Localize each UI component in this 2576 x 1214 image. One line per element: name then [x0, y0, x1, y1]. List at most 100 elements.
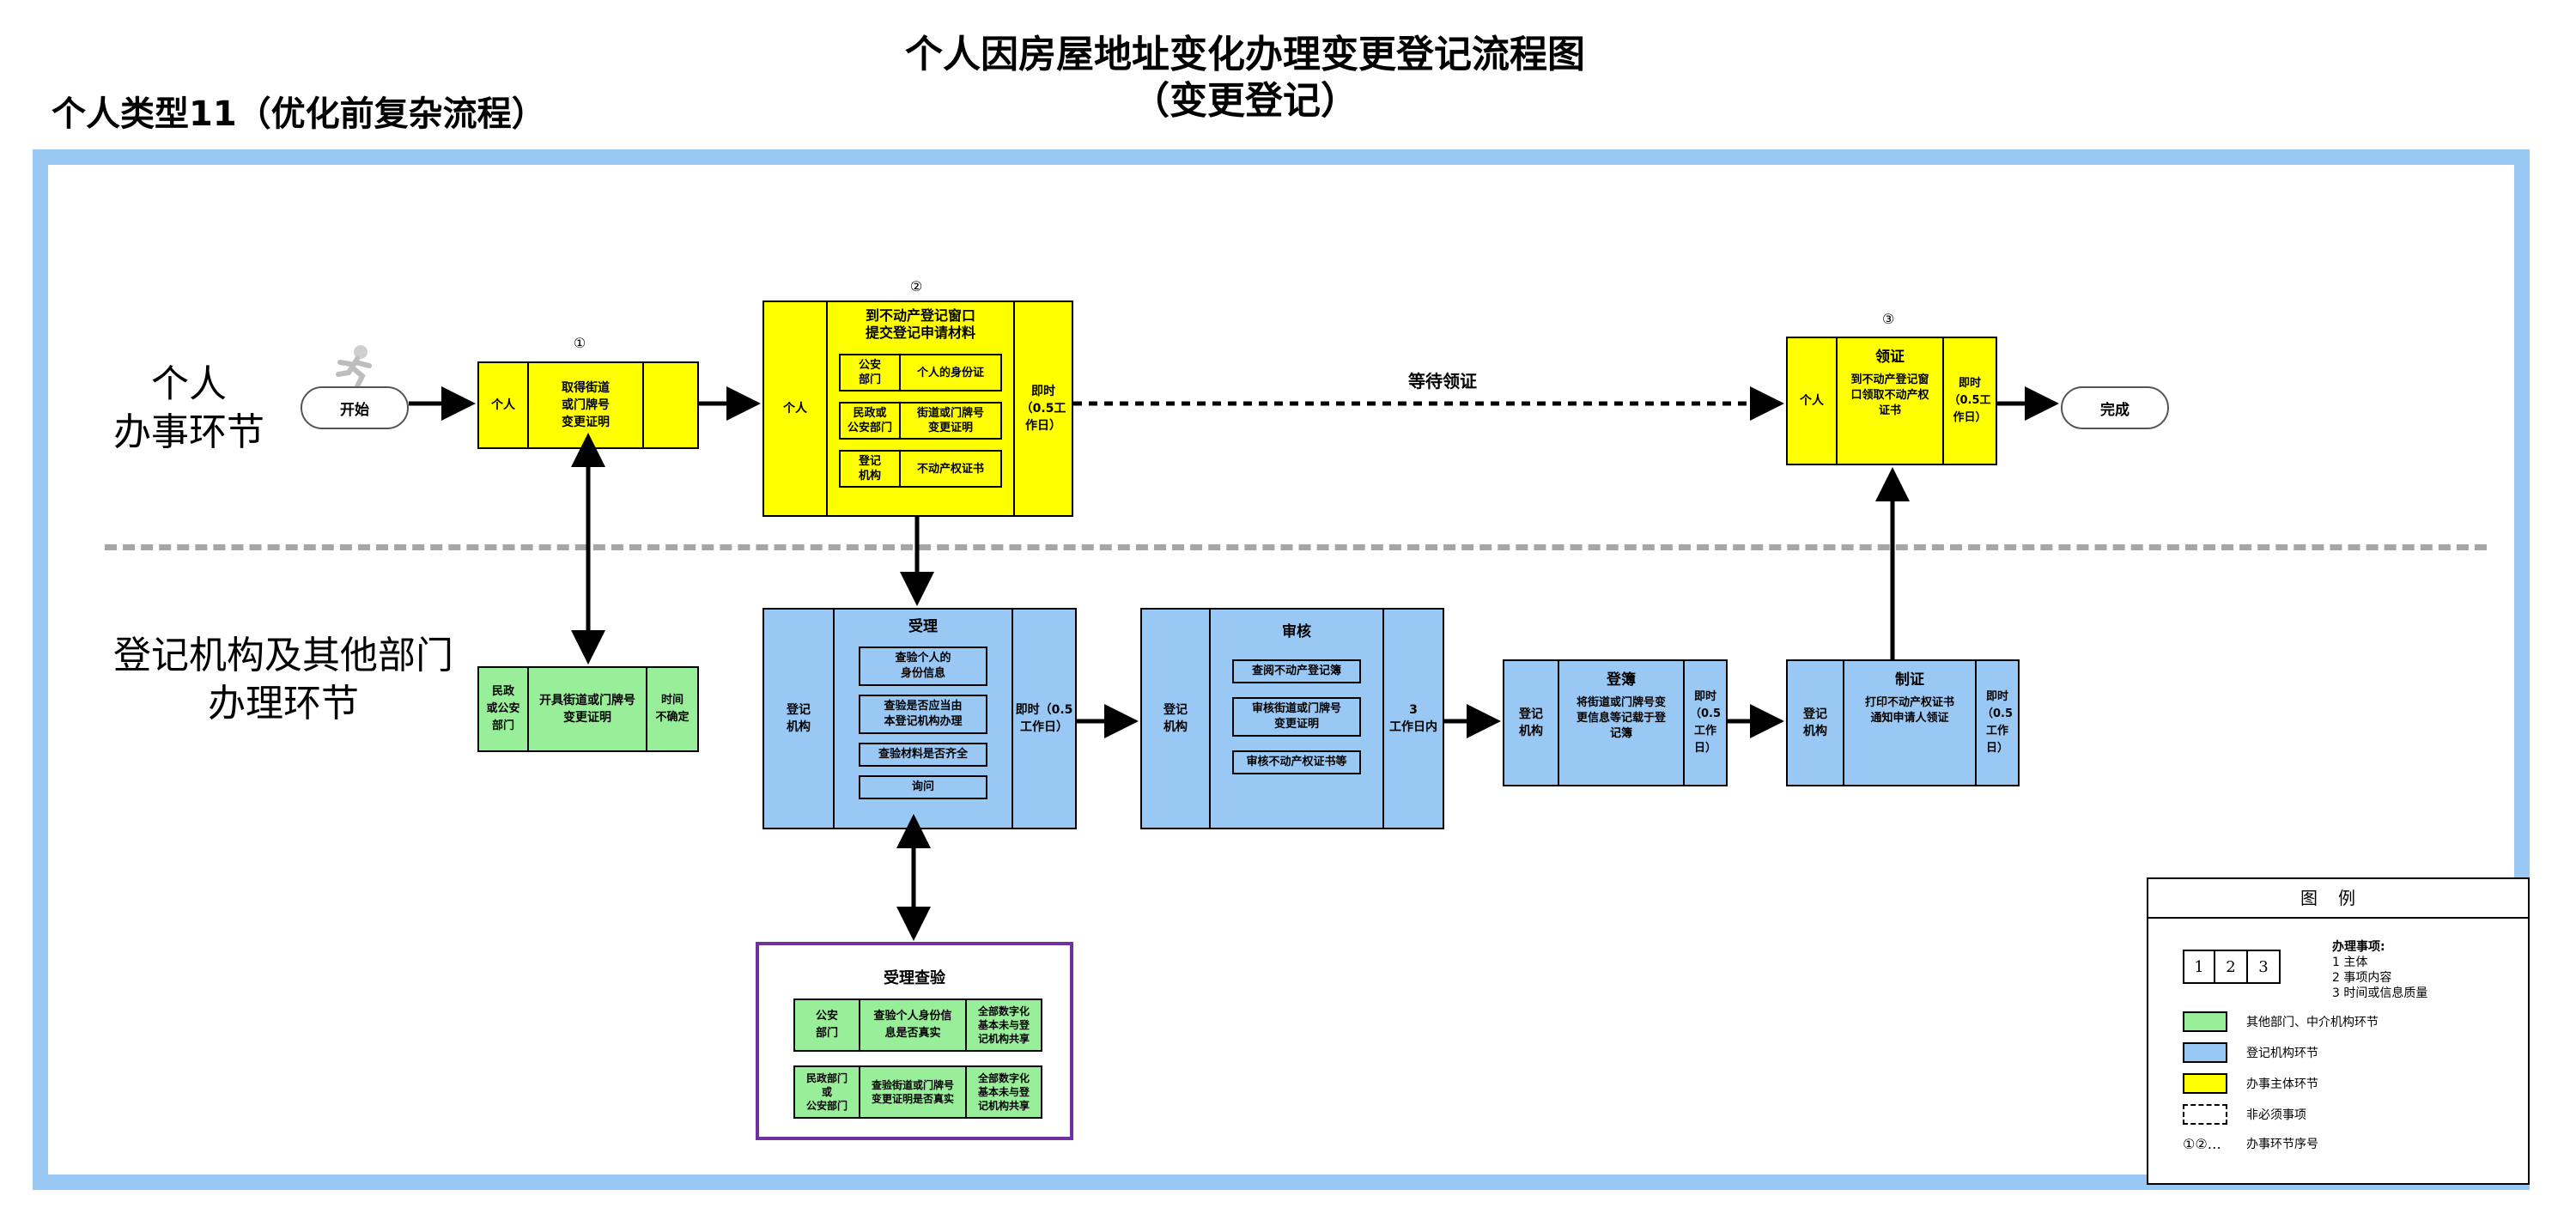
start-terminal: 开始	[301, 386, 409, 429]
legend-notes: 办理事项: 1 主体 2 事项内容 3 时间或信息质量	[2332, 939, 2427, 1001]
step-title: 领证	[1875, 349, 1905, 366]
step-number-3: ③	[1881, 311, 1895, 327]
step-title: 审核	[1282, 623, 1311, 640]
actor-cell: 登记 机构	[787, 703, 811, 734]
legend-cell-3: 3	[2248, 950, 2281, 984]
legend-item-blue: 登记机构环节	[2183, 1042, 2318, 1063]
diagram-frame	[33, 149, 2530, 1190]
time-cell: 即时 （0.5 工作 日）	[1975, 661, 2018, 785]
step-issue-proof: 民政 或公安 部门 开具街道或门牌号 变更证明 时间 不确定	[477, 666, 699, 752]
step-produce-certificate: 登记 机构 制证 打印不动产权证书 通知申请人领证 即时 （0.5 工作 日）	[1786, 659, 2020, 786]
time-cell: 即时 （0.5工 作日）	[1942, 338, 1996, 464]
step-content: 到不动产登记窗 口领取不动产权 证书	[1850, 373, 1929, 417]
verification-title: 受理查验	[884, 969, 945, 987]
step-title: 登簿	[1607, 671, 1636, 689]
legend-note: 1 主体	[2332, 956, 2368, 969]
page-title-sub: （变更登记）	[1132, 79, 1358, 123]
verification-dept: 民政部门 或 公安部门	[805, 1072, 848, 1112]
content-cell: 取得街道 或门牌号 变更证明	[527, 363, 642, 447]
legend: 图例 1 2 3 办理事项: 1 主体 2 事项内容 3 时间或信息质量 其他部…	[2147, 877, 2530, 1185]
time-cell: 3 工作日内	[1382, 610, 1443, 828]
legend-label: 办事主体环节	[2246, 1077, 2318, 1091]
actor-cell: 个人	[491, 398, 515, 412]
actor-cell: 登记 机构	[1519, 707, 1543, 738]
legend-swatch	[2183, 1042, 2227, 1063]
legend-notes-title: 办理事项:	[2332, 940, 2385, 954]
step-register: 登记 机构 登簿 将街道或门牌号变 更信息等记载于登 记簿 即时 （0.5 工作…	[1503, 659, 1728, 786]
process-type-label: 个人类型11（优化前复杂流程）	[52, 94, 546, 134]
step-number-2: ②	[909, 278, 923, 294]
legend-label: 非必须事项	[2246, 1108, 2306, 1122]
legend-cell-2: 2	[2215, 950, 2248, 984]
legend-title: 图例	[2148, 879, 2528, 919]
check-item: 查验个人的 身份信息	[859, 646, 987, 686]
verification-check: 查验街道或门牌号 变更证明是否真实	[859, 1067, 965, 1117]
legend-item-yellow: 办事主体环节	[2183, 1073, 2318, 1094]
check-item: 审核街道或门牌号 变更证明	[1232, 697, 1361, 737]
lane-label-agency: 登记机构及其他部门 办理环节	[113, 634, 453, 725]
content-cell: 受理 查验个人的 身份信息 查验是否应当由 本登记机构办理 查验材料是否齐全 询…	[833, 610, 1012, 828]
actor-cell: 登记 机构	[1163, 703, 1188, 734]
acceptance-verification: 受理查验 公安 部门 查验个人身份信 息是否真实 全部数字化 基本未与登 记机构…	[756, 942, 1073, 1140]
check-item: 审核不动产权证书等	[1232, 750, 1361, 774]
legend-item-sequence: ①②… 办事环节序号	[2183, 1135, 2318, 1152]
step-title: 受理	[908, 618, 938, 635]
runner-icon	[336, 345, 372, 388]
content-cell: 制证 打印不动产权证书 通知申请人领证	[1843, 661, 1975, 785]
material-source: 登记 机构	[858, 455, 881, 483]
verification-check: 查验个人身份信 息是否真实	[859, 1000, 965, 1050]
step-review: 登记 机构 审核 查阅不动产登记簿 审核街道或门牌号 变更证明 审核不动产权证书…	[1140, 608, 1444, 829]
actor-cell: 登记 机构	[1803, 707, 1827, 738]
check-item: 询问	[859, 775, 987, 799]
step-submit-application: 个人 到不动产登记窗口 提交登记申请材料 公安 部门 个人的身份证 民政或 公安…	[762, 300, 1073, 517]
legend-cell-sample: 1 2 3	[2183, 950, 2281, 984]
lane-label-individual: 个人 办事环节	[113, 362, 264, 454]
legend-note: 2 事项内容	[2332, 971, 2392, 985]
legend-label: 其他部门、中介机构环节	[2246, 1016, 2379, 1029]
step-content: 打印不动产权证书 通知申请人领证	[1864, 696, 1954, 725]
step-collect-certificate: 个人 领证 到不动产登记窗 口领取不动产权 证书 即时 （0.5工 作日）	[1786, 337, 1997, 465]
time-cell: 即时 （0.5 工作 日）	[1683, 661, 1726, 785]
lane-divider	[105, 544, 2487, 550]
material-row: 登记 机构 不动产权证书	[839, 450, 1002, 488]
verification-note: 全部数字化 基本未与登 记机构共享	[965, 1000, 1041, 1050]
legend-seq-symbol: ①②…	[2183, 1135, 2221, 1152]
legend-label: 登记机构环节	[2246, 1047, 2318, 1060]
actor-cell: 民政 或公安 部门	[486, 685, 520, 732]
legend-note: 3 时间或信息质量	[2332, 986, 2428, 1000]
material-item: 个人的身份证	[899, 355, 1000, 390]
check-item: 查验材料是否齐全	[859, 743, 987, 767]
verification-row: 民政部门 或 公安部门 查验街道或门牌号 变更证明是否真实 全部数字化 基本未与…	[793, 1065, 1042, 1119]
legend-item-optional: 非必须事项	[2183, 1104, 2306, 1125]
legend-cell-1: 1	[2183, 950, 2215, 984]
actor-cell: 个人	[1800, 394, 1824, 408]
check-item: 查验是否应当由 本登记机构办理	[859, 695, 987, 734]
content-cell: 审核 查阅不动产登记簿 审核街道或门牌号 变更证明 审核不动产权证书等	[1209, 610, 1382, 828]
material-source: 民政或 公安部门	[847, 407, 892, 434]
legend-item-green: 其他部门、中介机构环节	[2183, 1011, 2379, 1032]
check-item: 查阅不动产登记簿	[1232, 659, 1361, 683]
material-row: 公安 部门 个人的身份证	[839, 354, 1002, 392]
wait-label: 等待领证	[1408, 371, 1477, 392]
content-cell: 到不动产登记窗口 提交登记申请材料 公安 部门 个人的身份证 民政或 公安部门 …	[826, 302, 1013, 515]
material-source: 公安 部门	[858, 359, 881, 386]
content-cell: 开具街道或门牌号 变更证明	[527, 668, 646, 750]
legend-swatch-dashed	[2183, 1104, 2227, 1125]
step-title: 制证	[1895, 671, 1924, 689]
step-number-1: ①	[573, 335, 586, 351]
time-cell: 即时 （0.5工 作日）	[1013, 302, 1072, 515]
actor-cell: 个人	[783, 402, 807, 416]
step-content: 将街道或门牌号变 更信息等记载于登 记簿	[1576, 696, 1666, 740]
material-row: 民政或 公安部门 街道或门牌号 变更证明	[839, 402, 1002, 440]
time-cell	[642, 363, 697, 447]
step-title: 到不动产登记窗口 提交登记申请材料	[865, 307, 975, 341]
verification-row: 公安 部门 查验个人身份信 息是否真实 全部数字化 基本未与登 记机构共享	[793, 999, 1042, 1052]
content-cell: 领证 到不动产登记窗 口领取不动产权 证书	[1836, 338, 1942, 464]
verification-dept: 公安 部门	[815, 1010, 838, 1040]
content-cell: 登簿 将街道或门牌号变 更信息等记载于登 记簿	[1558, 661, 1683, 785]
page-title: 个人因房屋地址变化办理变更登记流程图	[905, 33, 1585, 76]
time-cell: 即时（0.5 工作日）	[1012, 610, 1075, 828]
end-terminal: 完成	[2061, 386, 2169, 429]
legend-swatch	[2183, 1073, 2227, 1094]
verification-note: 全部数字化 基本未与登 记机构共享	[965, 1067, 1041, 1117]
